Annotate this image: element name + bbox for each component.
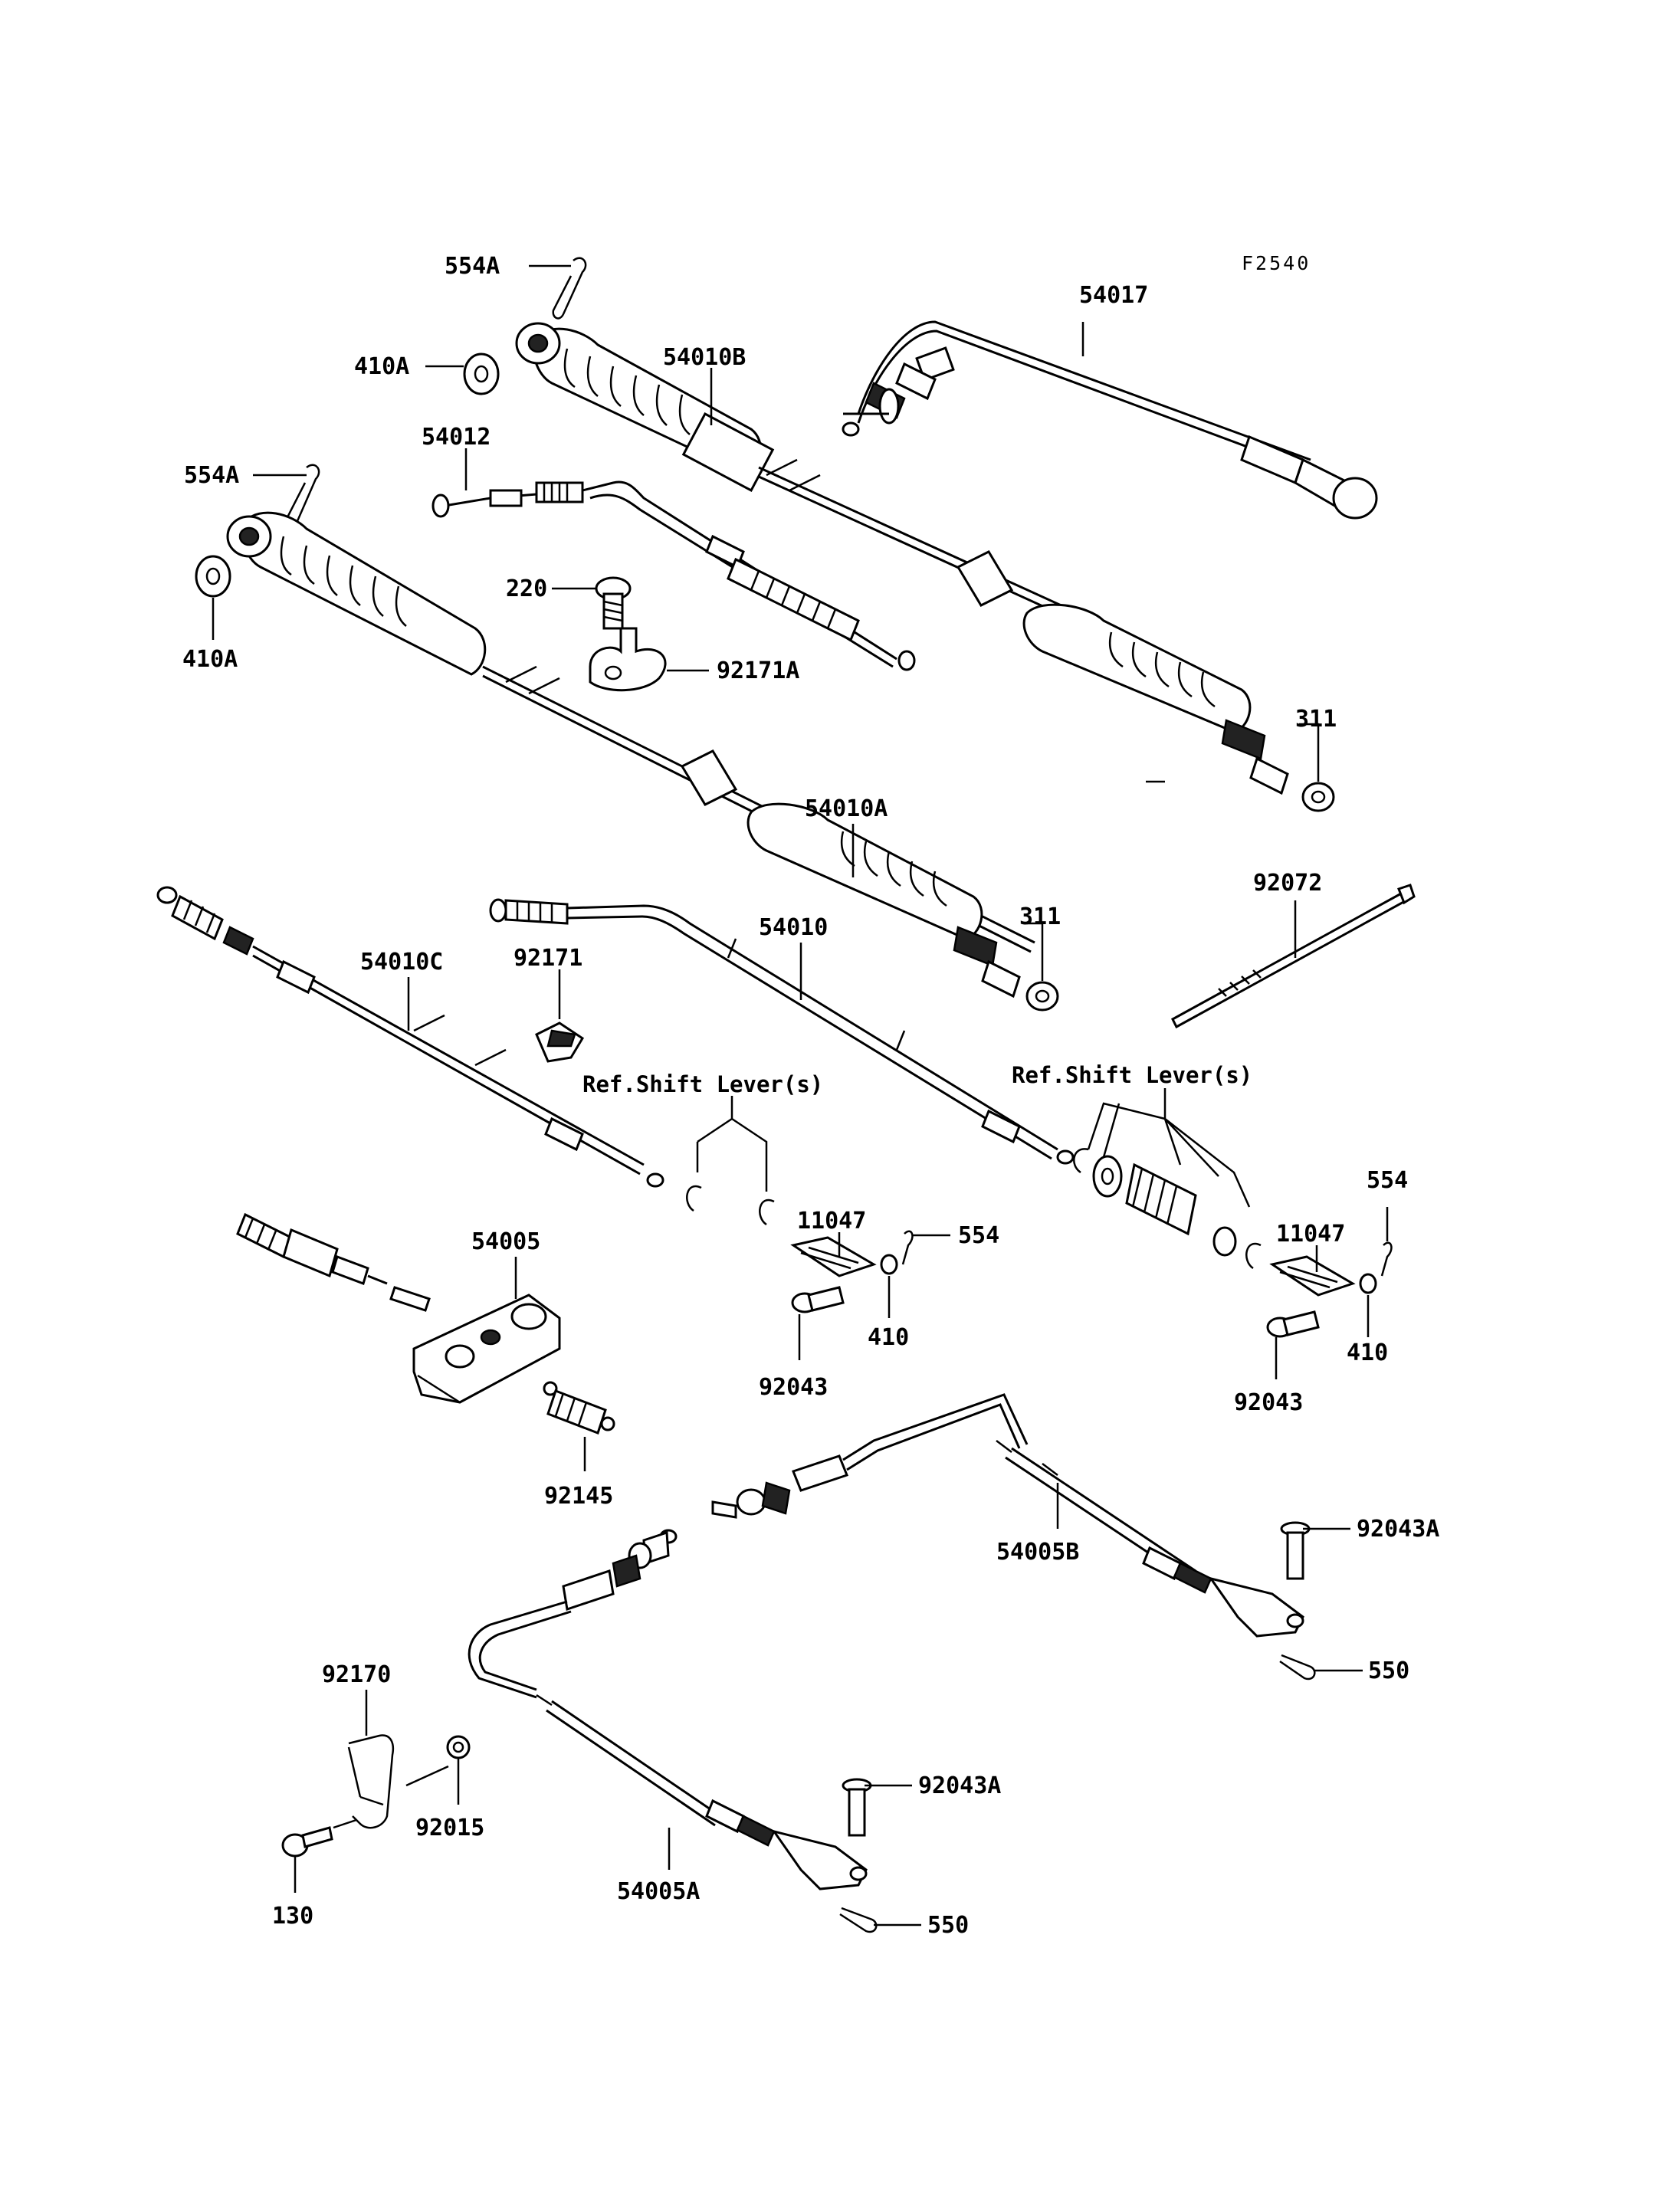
callout-54010A: 54010A (805, 795, 888, 822)
clevis-11047-left (790, 1236, 877, 1277)
spring-92145 (543, 1381, 615, 1435)
cable-54010C (156, 886, 664, 1188)
pin-92043A-top (1280, 1521, 1311, 1580)
callout-54005A: 54005A (617, 1878, 700, 1905)
clip-554-left (901, 1230, 914, 1265)
callout-554A-mid: 554A (184, 462, 239, 489)
clevis-11047-right (1269, 1255, 1356, 1297)
cable-54005A (468, 1529, 868, 1890)
callout-54005: 54005 (471, 1228, 540, 1255)
callout-92015: 92015 (415, 1815, 484, 1841)
pin-550-top (1279, 1654, 1316, 1681)
callout-92043-left: 92043 (759, 1374, 828, 1401)
callout-311-bot: 311 (1019, 903, 1061, 930)
callout-92043-right: 92043 (1234, 1389, 1303, 1416)
clamp-92171 (535, 1021, 585, 1063)
cable-54010A (226, 511, 1035, 998)
pin-92043-right (1266, 1310, 1320, 1338)
callout-54010B: 54010B (663, 344, 746, 371)
callout-92171: 92171 (514, 945, 582, 972)
callout-92043A-bot: 92043A (918, 1772, 1001, 1799)
nut-311-bot (1025, 981, 1059, 1012)
callout-54010: 54010 (759, 914, 828, 941)
callout-54005B: 54005B (996, 1539, 1079, 1566)
callout-92145: 92145 (544, 1483, 613, 1510)
ref-shift-lever-left: Ref.Shift Lever(s) (582, 1071, 823, 1097)
washer-410-left (880, 1254, 898, 1275)
callout-11047-right: 11047 (1276, 1221, 1345, 1248)
callout-11047-left: 11047 (797, 1208, 866, 1235)
clamp-92171A (589, 627, 667, 692)
callout-54012: 54012 (422, 424, 491, 451)
callout-92171A: 92171A (717, 657, 799, 684)
callout-550-bot: 550 (927, 1912, 969, 1939)
tie-92072 (1171, 884, 1416, 1029)
bracket-54005 (412, 1294, 561, 1404)
shift-parts-right (1073, 1148, 1262, 1270)
callout-554-left: 554 (958, 1222, 999, 1249)
callout-220: 220 (506, 575, 547, 602)
screw-220 (595, 576, 632, 630)
ref-shift-lever-right: Ref.Shift Lever(s) (1012, 1062, 1252, 1088)
washer-410A-top (463, 353, 500, 395)
callout-54017: 54017 (1079, 282, 1148, 309)
washer-410A-bot (195, 555, 231, 598)
callout-554-right: 554 (1367, 1167, 1408, 1194)
bracket-92170 (347, 1734, 394, 1829)
callout-550-top: 550 (1368, 1658, 1409, 1684)
callout-554A-top: 554A (445, 253, 500, 280)
cable-54017 (842, 320, 1378, 520)
clip-554A-top (552, 257, 587, 320)
pin-92043-left (791, 1286, 845, 1313)
cable-54005B (711, 1393, 1304, 1638)
bolt-130 (281, 1826, 333, 1858)
callout-410A-top: 410A (354, 353, 409, 380)
nut-311-top (1301, 782, 1335, 812)
pin-92043A-bot (842, 1778, 872, 1837)
washer-410-right (1359, 1273, 1377, 1294)
callout-92043A-top: 92043A (1357, 1516, 1439, 1543)
callout-410-left: 410 (868, 1324, 909, 1351)
cable-54010B (515, 322, 1289, 795)
callout-54010C: 54010C (360, 949, 443, 976)
figure-code: F2540 (1242, 252, 1311, 274)
nut-92015 (446, 1735, 471, 1759)
callout-410A-bot: 410A (182, 646, 238, 673)
cable-54010 (489, 898, 1075, 1165)
pin-550-bot (839, 1907, 878, 1933)
callout-311-top: 311 (1295, 706, 1337, 733)
cable-54012 (431, 480, 916, 671)
cable-54005 (236, 1212, 431, 1312)
clip-554A-mid (286, 464, 320, 526)
callout-92170: 92170 (322, 1661, 391, 1688)
e-clip-left (686, 1185, 775, 1226)
clip-554-right (1380, 1241, 1393, 1277)
callout-410-right: 410 (1347, 1340, 1388, 1366)
callout-130: 130 (272, 1903, 313, 1930)
callout-92072: 92072 (1253, 870, 1322, 897)
